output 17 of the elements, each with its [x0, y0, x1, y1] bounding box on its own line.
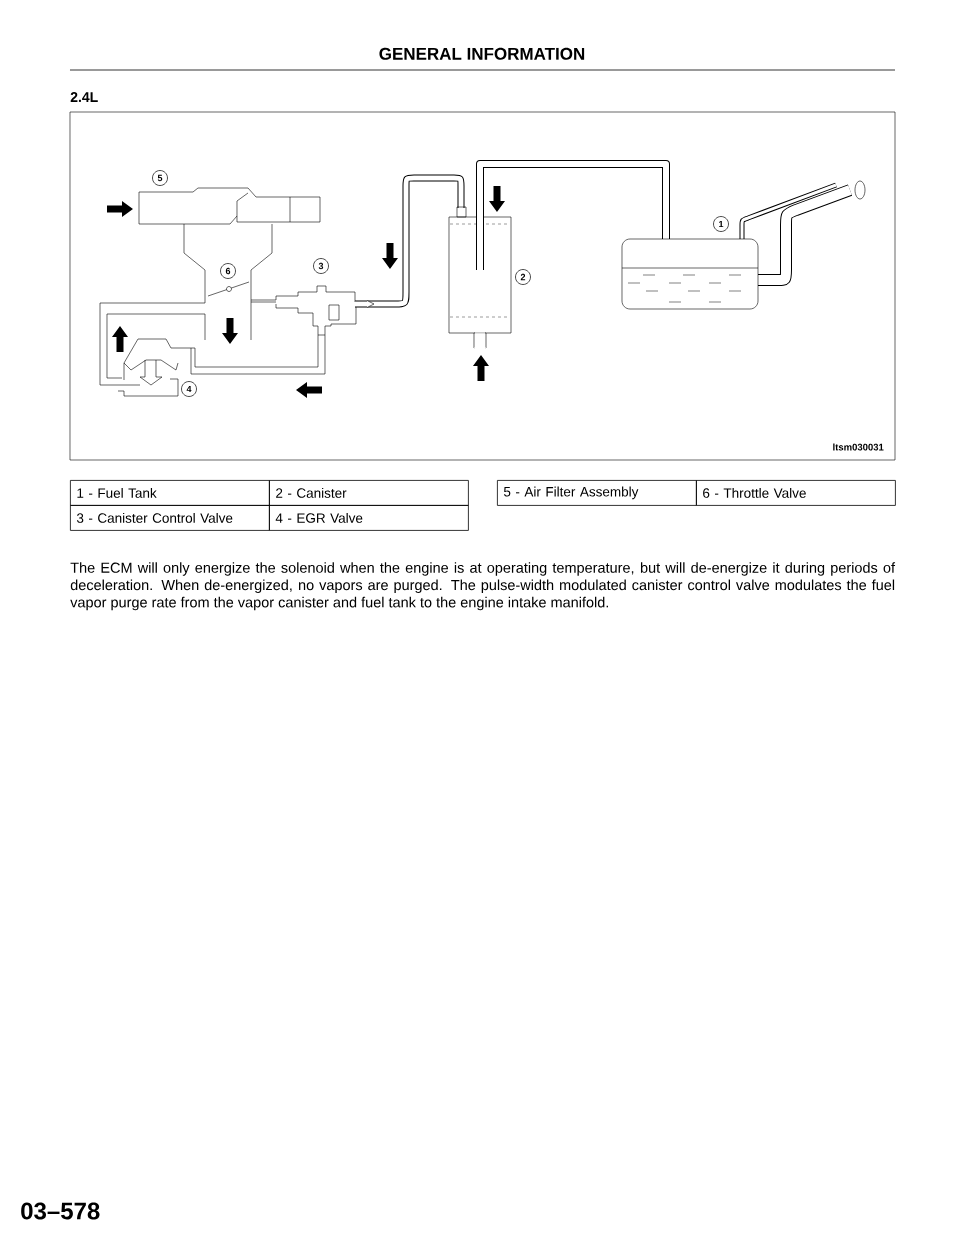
figure-code: ltsm030031 [833, 443, 884, 451]
callout-number: 6 [220, 263, 236, 279]
callout-number: 2 [515, 269, 531, 285]
body-paragraph: The ECM will only energize the solenoid when the engine is at operating temperature, but will de-energize it during periods of deceleration. When de-energized, no vapors are purged. The pulse-width modulated canister control valve modulates the fuel vapor purge rate from the vapor canister and fuel tank to the engine intake manifold. [70, 562, 896, 611]
callout-number: 4 [181, 381, 197, 397]
table-cell: 4 - EGR Valve [269, 505, 469, 531]
callout-number: 1 [713, 216, 729, 232]
callout-number: 5 [152, 170, 168, 186]
callout-number: 3 [313, 258, 329, 274]
table-cell: 3 - Canister Control Valve [70, 505, 270, 531]
table-cell: 6 - Throttle Valve [696, 480, 896, 506]
table-cell: 2 - Canister [269, 480, 469, 506]
section-label: 2.4L [70, 92, 98, 102]
page-number: 03–578 [21, 1202, 100, 1220]
table-cell: 5 - Air Filter Assembly [497, 480, 697, 506]
page-heading: GENERAL INFORMATION [379, 47, 585, 60]
table-cell: 1 - Fuel Tank [70, 480, 270, 506]
